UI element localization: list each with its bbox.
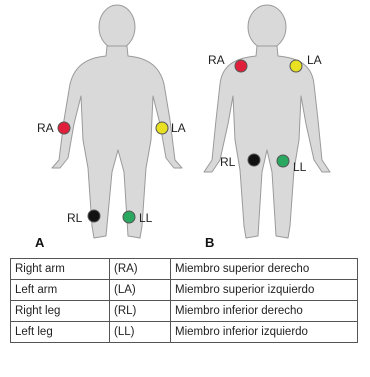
lead-legend-table: Right arm (RA) Miembro superior derecho … bbox=[10, 258, 358, 343]
table-row: Left arm (LA) Miembro superior izquierdo bbox=[11, 280, 358, 301]
limb-spanish: Miembro superior izquierdo bbox=[171, 280, 358, 301]
table-row: Left leg (LL) Miembro inferior izquierdo bbox=[11, 322, 358, 343]
electrode-a-rl bbox=[88, 210, 100, 222]
electrode-label-b-la: LA bbox=[307, 53, 322, 67]
panel-label-b: B bbox=[205, 235, 214, 250]
table-row: Right arm (RA) Miembro superior derecho bbox=[11, 259, 358, 280]
electrode-label-a-ra: RA bbox=[37, 121, 54, 135]
electrode-b-rl bbox=[248, 154, 260, 166]
body-silhouette-b bbox=[204, 5, 330, 238]
panel-label-a: A bbox=[35, 235, 45, 250]
electrode-a-ra bbox=[58, 122, 70, 134]
electrode-label-a-ll: LL bbox=[139, 211, 153, 225]
limb-spanish: Miembro superior derecho bbox=[171, 259, 358, 280]
electrode-label-b-rl: RL bbox=[220, 155, 236, 169]
limb-name: Right arm bbox=[11, 259, 110, 280]
table-row: Right leg (RL) Miembro inferior derecho bbox=[11, 301, 358, 322]
electrode-b-la bbox=[290, 60, 302, 72]
electrode-b-ra bbox=[235, 60, 247, 72]
limb-spanish: Miembro inferior derecho bbox=[171, 301, 358, 322]
limb-name: Right leg bbox=[11, 301, 110, 322]
limb-spanish: Miembro inferior izquierdo bbox=[171, 322, 358, 343]
limb-name: Left arm bbox=[11, 280, 110, 301]
limb-abbr: (LL) bbox=[110, 322, 171, 343]
electrode-label-b-ra: RA bbox=[208, 53, 225, 67]
limb-abbr: (LA) bbox=[110, 280, 171, 301]
electrode-placement-figure: RA LA RL LL RA LA RL LL A B bbox=[0, 0, 370, 258]
electrode-b-ll bbox=[277, 155, 289, 167]
electrode-label-b-ll: LL bbox=[293, 160, 307, 174]
body-silhouette-a bbox=[52, 5, 182, 238]
electrode-a-ll bbox=[123, 211, 135, 223]
electrode-a-la bbox=[156, 122, 168, 134]
limb-abbr: (RL) bbox=[110, 301, 171, 322]
limb-abbr: (RA) bbox=[110, 259, 171, 280]
electrode-label-a-rl: RL bbox=[67, 211, 83, 225]
electrode-label-a-la: LA bbox=[171, 121, 186, 135]
limb-name: Left leg bbox=[11, 322, 110, 343]
